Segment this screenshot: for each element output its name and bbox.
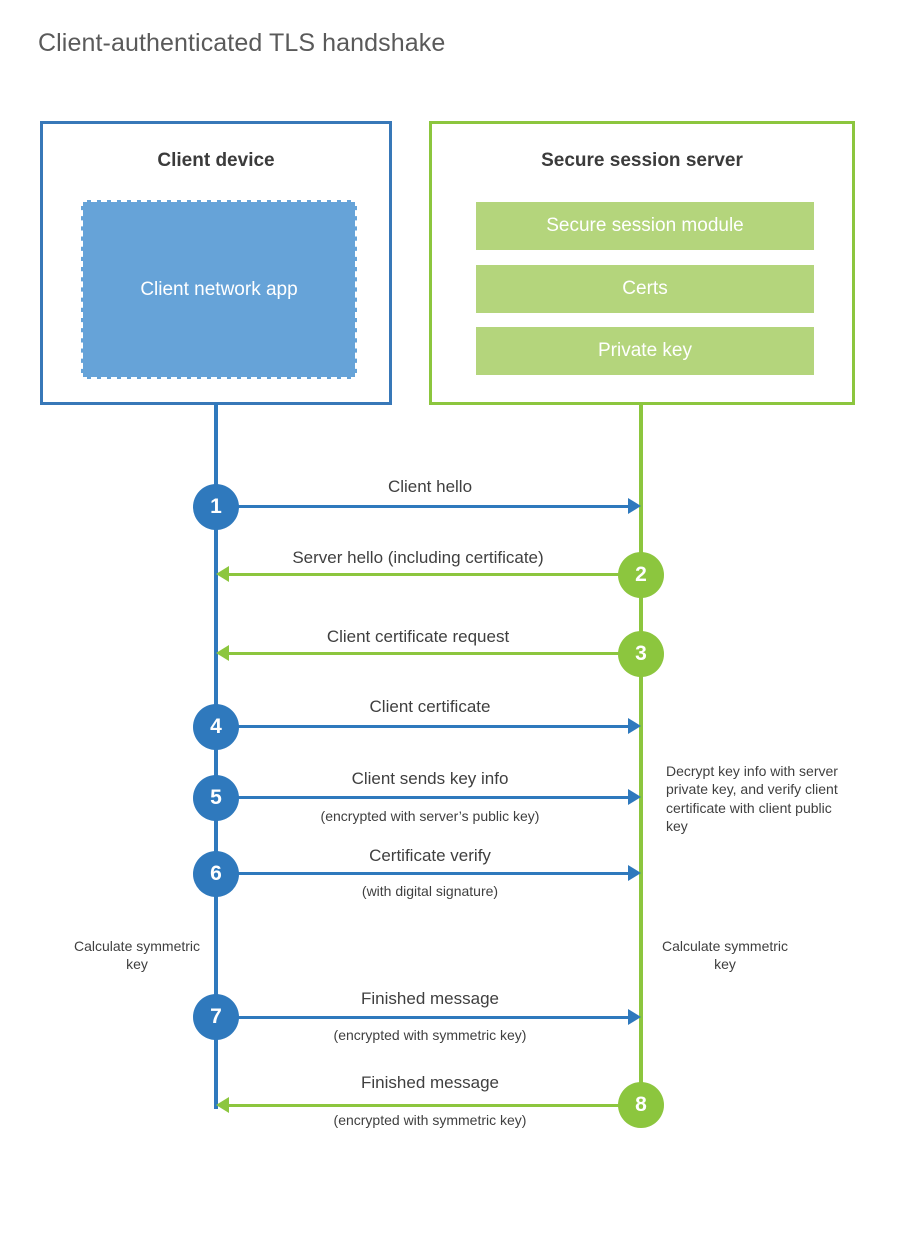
server-calculate-symmetric-key-note: Calculate symmetric key — [661, 938, 789, 973]
secure-session-server-title: Secure session server — [541, 150, 743, 171]
step-8-sublabel: (encrypted with symmetric key) — [333, 1112, 527, 1128]
step-4-arrow-head-icon — [628, 718, 641, 734]
server-component-private-key: Private key — [476, 327, 814, 375]
server-component-certs: Certs — [476, 265, 814, 313]
step-3-arrow-line — [229, 652, 641, 655]
step-4-circle[interactable]: 4 — [193, 704, 239, 750]
step-5-label: Client sends key info — [351, 769, 509, 788]
diagram-title: Client-authenticated TLS handshake — [38, 29, 446, 57]
client-device-box: Client device Client network app — [40, 121, 392, 405]
step-6-circle[interactable]: 6 — [193, 851, 239, 897]
step-2-arrow-line — [229, 573, 641, 576]
server-component-secure-session-module: Secure session module — [476, 202, 814, 250]
client-network-app-block: Client network app — [81, 200, 357, 379]
step-8-arrow-line — [229, 1104, 641, 1107]
step-7-arrow-head-icon — [628, 1009, 641, 1025]
step-6-arrow-line — [216, 872, 628, 875]
step-6-label: Certificate verify — [369, 846, 491, 865]
step-2-arrow-head-icon — [216, 566, 229, 582]
server-lifeline — [639, 403, 643, 1109]
step-3-circle[interactable]: 3 — [618, 631, 664, 677]
step-5-circle[interactable]: 5 — [193, 775, 239, 821]
step-1-arrow-head-icon — [628, 498, 641, 514]
step-5-sublabel: (encrypted with server’s public key) — [320, 808, 540, 824]
step-2-label: Server hello (including certificate) — [292, 548, 544, 567]
step-4-arrow-line — [216, 725, 628, 728]
step-6-arrow-head-icon — [628, 865, 641, 881]
step-2-circle[interactable]: 2 — [618, 552, 664, 598]
step-7-circle[interactable]: 7 — [193, 994, 239, 1040]
step-4-label: Client certificate — [369, 697, 491, 716]
step-5-arrow-line — [216, 796, 628, 799]
step-7-arrow-line — [216, 1016, 628, 1019]
client-lifeline — [214, 403, 218, 1109]
client-calculate-symmetric-key-note: Calculate symmetric key — [73, 938, 201, 973]
step-8-circle[interactable]: 8 — [618, 1082, 664, 1128]
client-device-title: Client device — [157, 150, 275, 171]
step-1-label: Client hello — [387, 477, 473, 496]
step-3-arrow-head-icon — [216, 645, 229, 661]
step-8-label: Finished message — [361, 1073, 499, 1092]
step-7-label: Finished message — [361, 989, 499, 1008]
step-5-arrow-head-icon — [628, 789, 641, 805]
step-1-circle[interactable]: 1 — [193, 484, 239, 530]
server-decrypt-note: Decrypt key info with server private key… — [666, 763, 838, 835]
secure-session-server-box: Secure session server Secure session mod… — [429, 121, 855, 405]
step-8-arrow-head-icon — [216, 1097, 229, 1113]
step-7-sublabel: (encrypted with symmetric key) — [333, 1027, 527, 1043]
step-3-label: Client certificate request — [326, 627, 510, 646]
step-1-arrow-line — [216, 505, 628, 508]
step-6-sublabel: (with digital signature) — [361, 883, 499, 899]
